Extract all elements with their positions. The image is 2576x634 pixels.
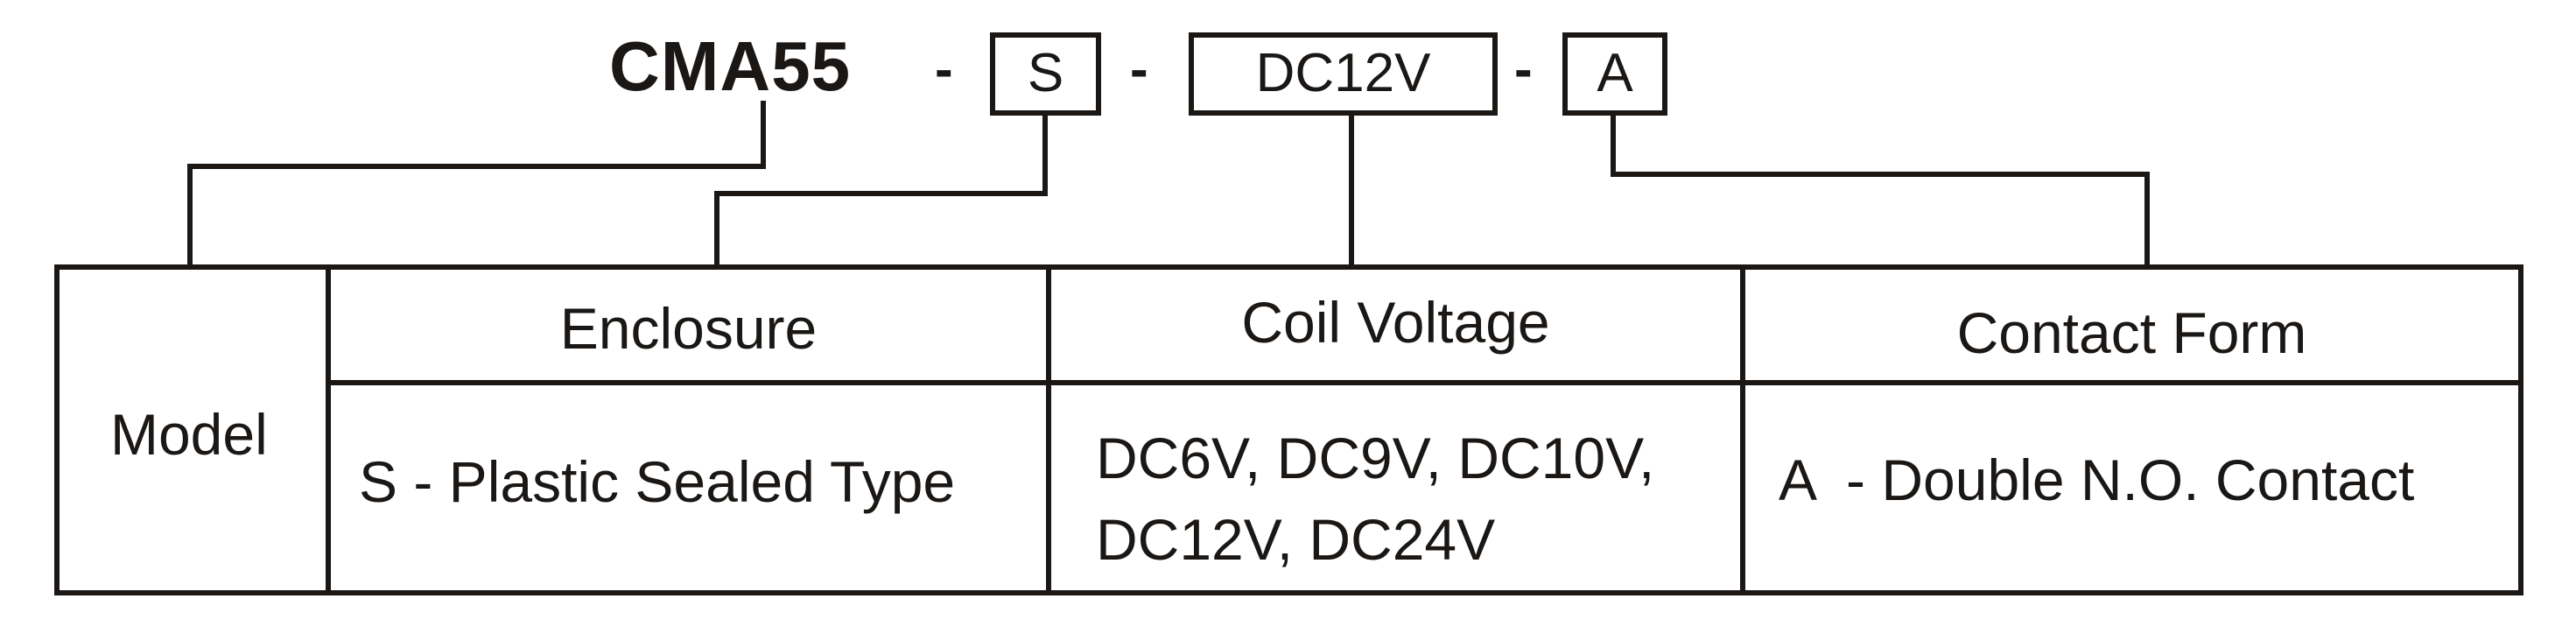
contact-form-code: A [1597,43,1633,103]
model-connector [187,101,766,267]
contact-form-header: Contact Form [1956,300,2307,365]
coil-voltage-value-line2: DC12V, DC24V [1096,507,1496,572]
contact-form-connector [1611,113,2150,267]
model-row-header: Model [110,402,268,467]
enclosure-header: Enclosure [559,296,818,361]
enclosure-value: S - Plastic Sealed Type [359,449,956,514]
coil-voltage-header: Coil Voltage [1241,290,1550,355]
separator-dash-2: - [1130,39,1148,100]
contact-form-value: A - Double N.O. Contact [1779,447,2415,512]
enclosure-connector [714,113,1048,267]
coil-voltage-code: DC12V [1255,43,1431,103]
separator-dash-1: - [935,39,953,100]
coil-voltage-value-line1: DC6V, DC9V, DC10V, [1096,426,1655,490]
enclosure-code: S [1027,43,1064,103]
separator-dash-3: - [1514,39,1533,100]
coil-voltage-code-box [1189,32,1498,116]
model-code: CMA55 [609,27,852,105]
spec-table-outline [54,264,2523,595]
